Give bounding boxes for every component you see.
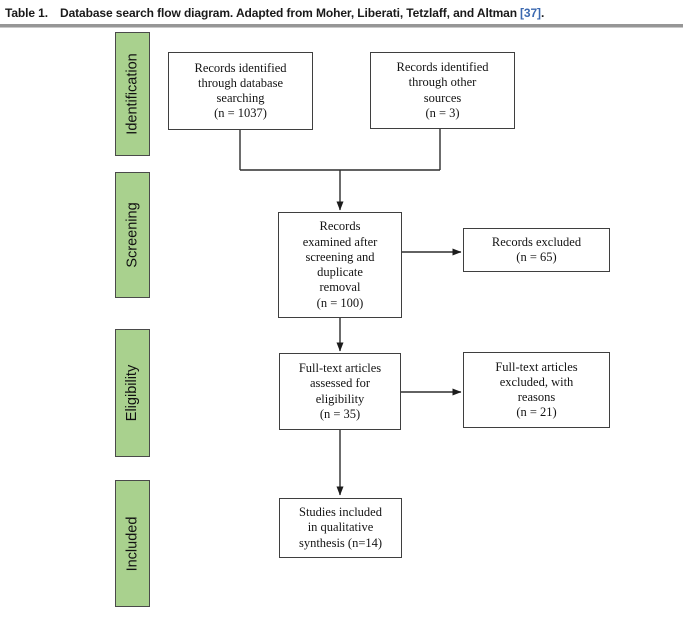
caption-period: . xyxy=(540,6,545,20)
stage-label-included-text: Included xyxy=(124,516,141,571)
stage-label-eligibility: Eligibility xyxy=(115,329,150,457)
figure-caption: Table 1. Database search flow diagram. Ad… xyxy=(5,6,544,20)
caption-table-label: Table 1. xyxy=(5,6,48,20)
stage-label-screening-text: Screening xyxy=(124,202,141,268)
node-records-excluded: Records excluded (n = 65) xyxy=(463,228,610,272)
stage-label-identification: Identification xyxy=(115,32,150,156)
node-records-identified-database: Records identified through database sear… xyxy=(168,52,313,130)
stage-label-eligibility-text: Eligibility xyxy=(124,364,141,422)
caption-text: Database search flow diagram. Adapted fr… xyxy=(60,6,517,20)
node-fulltext-excluded: Full-text articles excluded, with reason… xyxy=(463,352,610,428)
stage-label-included: Included xyxy=(115,480,150,607)
node-records-examined: Records examined after screening and dup… xyxy=(278,212,402,318)
node-fulltext-assessed: Full-text articles assessed for eligibil… xyxy=(279,353,401,430)
caption-divider-rule xyxy=(0,24,683,28)
stage-label-screening: Screening xyxy=(115,172,150,298)
node-studies-included: Studies included in qualitative synthesi… xyxy=(279,498,402,558)
citation-link[interactable]: [37] xyxy=(519,6,541,20)
stage-label-identification-text: Identification xyxy=(124,53,141,135)
node-records-identified-other: Records identified through other sources… xyxy=(370,52,515,129)
